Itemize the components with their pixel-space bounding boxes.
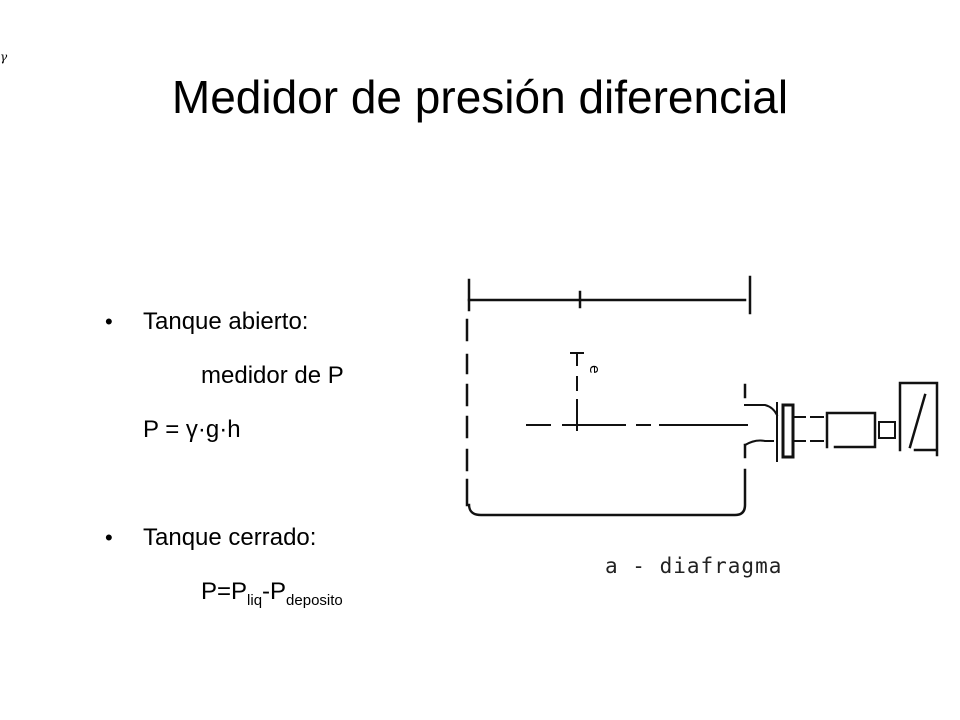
bullet-icon: •: [105, 309, 113, 334]
sub-line: medidor de P: [201, 362, 344, 389]
bullet-icon: •: [105, 525, 113, 550]
bullet-item-open-tank: • Tanque abierto:: [105, 295, 425, 349]
sub-line: P = γ·g·h: [143, 416, 241, 443]
level-label: e: [586, 365, 602, 374]
diagram-caption: a - diafragma: [605, 554, 782, 578]
tank-bottom: [467, 468, 747, 517]
bullet-item-closed-tank: • Tanque cerrado:: [105, 511, 425, 565]
transmitter-box: [825, 411, 877, 449]
display-head: [898, 381, 939, 457]
bullet-label: Tanque abierto:: [143, 308, 309, 335]
slide-title: Medidor de presión diferencial: [171, 71, 789, 123]
bullet-list: • Tanque abierto: medidor de P P = γ·g·h…: [105, 295, 425, 628]
bullet-label: Tanque cerrado:: [143, 524, 317, 551]
gamma-symbol: γ: [0, 50, 8, 64]
diaphragm-flange: [781, 403, 795, 459]
tank-diagram: e a - diafragma: [465, 275, 939, 578]
closed-tank-formula: P=Pliq-Pdeposito: [201, 578, 343, 609]
